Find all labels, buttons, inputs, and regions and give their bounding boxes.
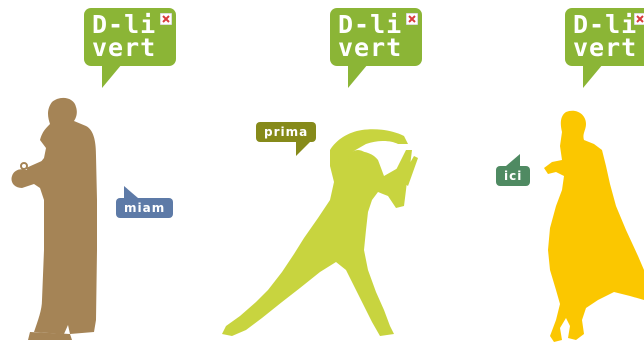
tag-prima-label: prima <box>264 125 309 139</box>
logo-text-line2: vert <box>92 33 157 62</box>
tag-prima: prima <box>256 122 317 156</box>
tag-miam-label: miam <box>124 201 166 215</box>
figure-man-eating <box>11 97 97 340</box>
tag-ici: ici <box>496 154 531 186</box>
logo-bubble-tail <box>583 64 603 88</box>
logo-bubble-tail <box>348 64 368 88</box>
logo-text-line1: D-li <box>573 10 638 39</box>
figure-stretching-man <box>222 129 418 336</box>
tag-tail <box>296 142 310 156</box>
logo-bubble-left: D-li vert <box>84 8 176 88</box>
logo-bubble-right: D-li vert <box>565 8 644 88</box>
tag-tail <box>124 186 138 198</box>
tag-ici-label: ici <box>504 169 523 183</box>
x-icon <box>406 13 418 25</box>
tag-tail <box>506 154 520 166</box>
x-icon <box>634 13 644 25</box>
logo-text-line2: vert <box>573 33 638 62</box>
figure-woman-dress <box>544 110 644 343</box>
logo-text-line1: D-li <box>92 10 157 39</box>
logo-text-line1: D-li <box>338 10 403 39</box>
tag-miam: miam <box>116 186 174 218</box>
logo-bubble-tail <box>102 64 122 88</box>
logo-text-line2: vert <box>338 33 403 62</box>
logo-bubble-middle: D-li vert <box>330 8 422 88</box>
x-icon <box>160 13 172 25</box>
